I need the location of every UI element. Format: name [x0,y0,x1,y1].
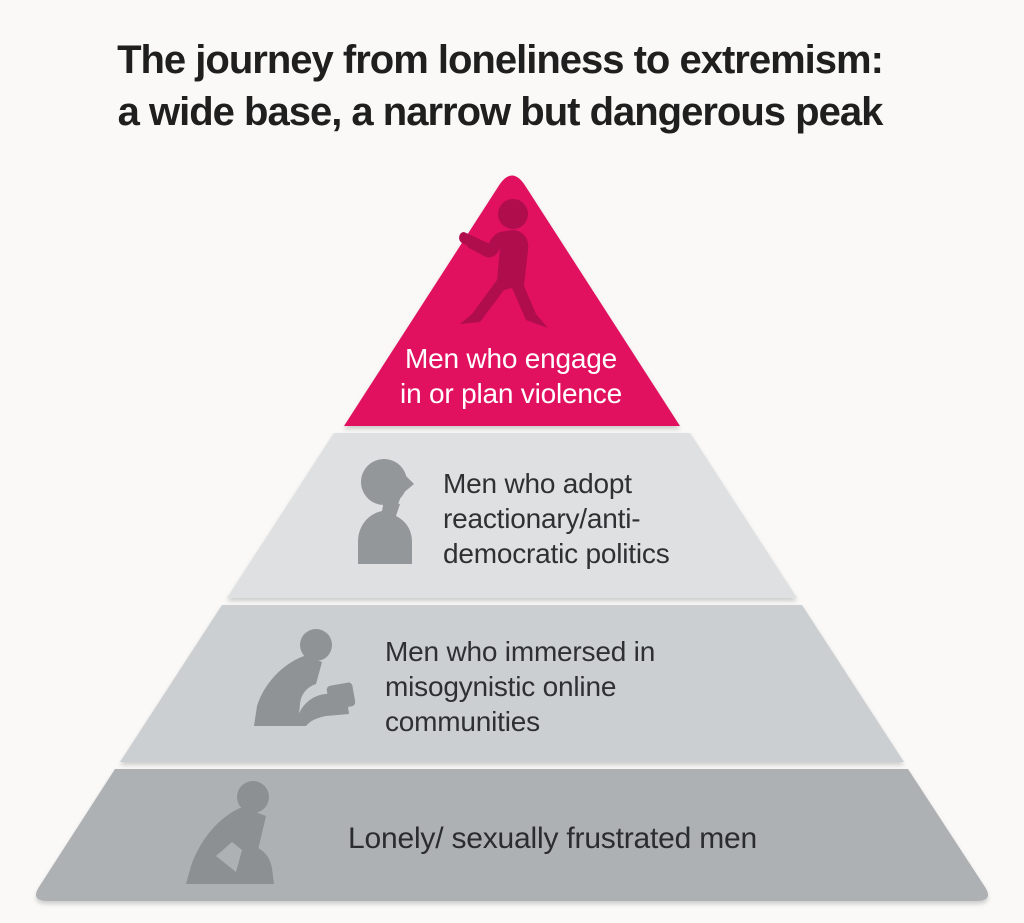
tier-reactionary-label-line-2: reactionary/anti- [443,503,641,534]
tier-misogynistic-label-line-3: communities [385,706,540,737]
walking-man-with-knife-icon [459,199,548,328]
man-looking-at-phone-icon [254,629,356,726]
tier-violence-label-line-2: in or plan violence [400,378,622,409]
page-title: The journey from loneliness to extremism… [0,34,1000,138]
thinker-notch [216,842,242,872]
tier-violence-label-line-1: Men who engage [404,343,618,374]
tier-violence-shape [344,175,680,426]
title-line-2: a wide base, a narrow but dangerous peak [117,90,884,134]
tier-lonely-men-label: Lonely/ sexually frustrated men [348,820,757,858]
tier-reactionary-label-line-3: democratic politics [443,538,670,569]
sitting-thinking-man-icon [186,781,274,884]
tier-reactionary-label-line-1: Men who adopt [443,468,632,499]
tier-lonely-men-shape [36,769,988,901]
title-line-1: The journey from loneliness to extremism… [117,38,884,82]
tier-violence-label: Men who engage in or plan violence [400,341,622,411]
tier-lonely-men-label-line-1: Lonely/ sexually frustrated men [348,822,758,855]
tier-reactionary-politics-label: Men who adopt reactionary/anti- democrat… [443,466,670,571]
head-profile-icon [358,459,414,564]
tier-misogynistic-label-line-2: misogynistic online [385,671,617,702]
tier-misogynistic-label-line-1: Men who immersed in [385,636,656,667]
tier-misogynistic-communities-label: Men who immersed in misogynistic online … [385,634,655,739]
